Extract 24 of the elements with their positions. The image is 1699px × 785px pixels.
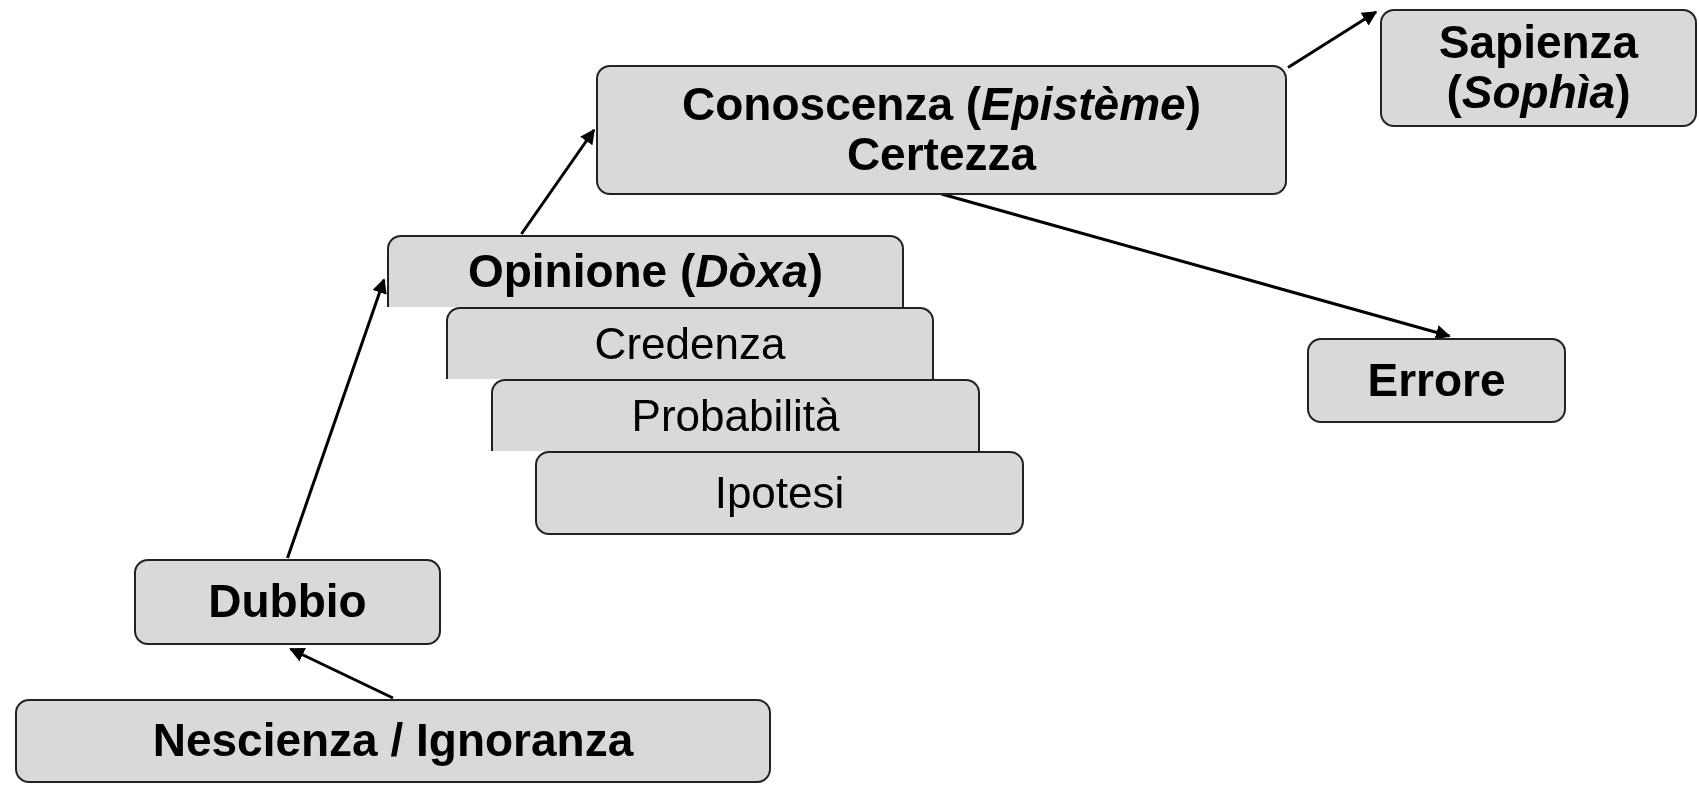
box-label: Dubbio	[208, 577, 367, 627]
concept-box	[15, 699, 771, 783]
arrow	[286, 278, 387, 559]
concept-box	[596, 65, 1287, 195]
box-label: Certezza	[846, 130, 1037, 180]
box-label: Opinione (Dòxa)	[467, 247, 824, 297]
box-label: Errore	[1367, 355, 1506, 406]
arrow	[520, 128, 596, 235]
concept-box	[535, 451, 1024, 535]
arrow	[1287, 10, 1378, 69]
box-label: Probabilità	[631, 392, 840, 440]
concept-box	[134, 559, 441, 645]
box-label: Conoscenza (Epistème)	[682, 80, 1201, 130]
box-label: Ipotesi	[714, 469, 845, 517]
box-label: Sapienza (Sophìa)	[1437, 18, 1640, 118]
concept-box	[491, 379, 980, 451]
arrow	[941, 192, 1451, 340]
concept-box	[1307, 338, 1566, 423]
concept-box	[387, 235, 904, 307]
box-label: Nescienza / Ignoranza	[152, 716, 634, 766]
box-label: Credenza	[594, 320, 786, 368]
concept-box	[446, 307, 934, 379]
arrow	[289, 647, 394, 700]
concept-box	[1380, 9, 1697, 127]
